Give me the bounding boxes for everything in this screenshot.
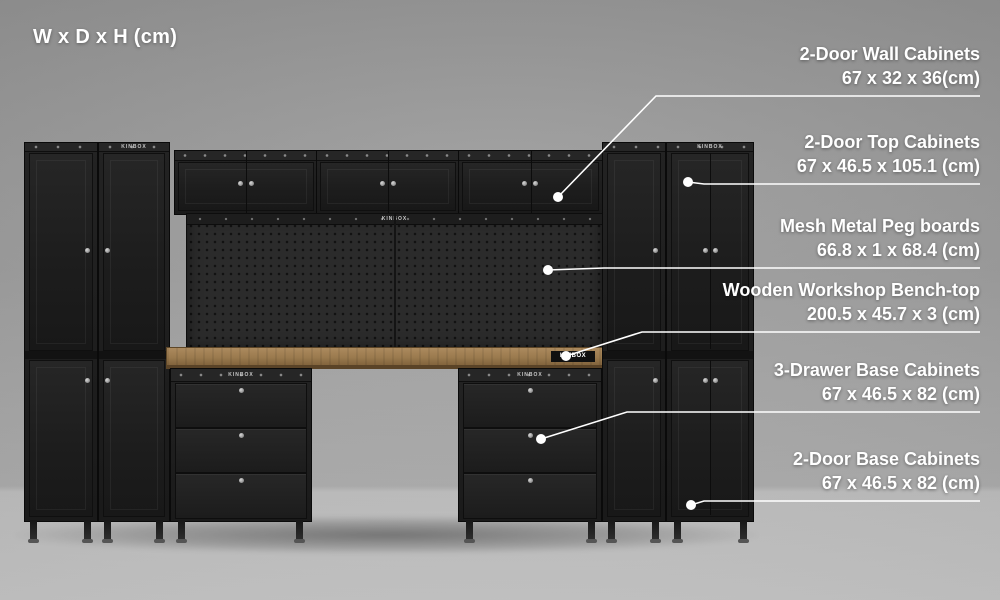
drawer-handle [239,478,244,483]
wall-cabinet-3 [458,150,603,215]
dimension-legend: W x D x H (cm) [33,26,178,48]
door-handle [703,378,708,383]
cabinet-mid-rail [99,351,169,359]
cabinet-top-rail [99,143,169,152]
door-seam [388,151,389,214]
annotation-dims: 67 x 46.5 x 105.1 (cm) [796,156,980,176]
annotation-title: 2-Door Top Cabinets [804,132,980,152]
annotation-dims: 67 x 46.5 x 82 (cm) [821,384,980,404]
cabinet-leg [738,520,749,543]
cabinet-leg [28,520,39,543]
tall-cabinet-left-1 [24,142,98,522]
annotation-pegboards: Mesh Metal Peg boards 66.8 x 1 x 68.4 (c… [780,214,980,262]
annotation-bench-top: Wooden Workshop Bench-top 200.5 x 45.7 x… [723,278,980,326]
door-handle [533,181,538,186]
drawer [463,383,597,428]
cabinet-mid-rail [603,351,665,359]
brand-label: KINBOX [228,372,254,378]
cabinet-door-lower [29,360,93,517]
tall-cabinet-left-2: KINBOX [98,142,170,522]
cabinet-leg [650,520,661,543]
cabinet-leg [102,520,113,543]
cabinet-door-upper [29,153,93,351]
annotation-dims: 67 x 32 x 36(cm) [841,68,980,88]
cabinet-leg [154,520,165,543]
door-handle [703,248,708,253]
cabinet-mid-rail [667,351,753,359]
door-handle [380,181,385,186]
cabinet-leg [294,520,305,543]
annotation-dims: 67 x 46.5 x 82 (cm) [821,473,980,493]
drawer-handle [528,478,533,483]
drawer [463,473,597,519]
drawer-handle [239,388,244,393]
brand-label: KINBOX [517,372,543,378]
door-handle [653,248,658,253]
door-handle [238,181,243,186]
annotation-drawer-base-cabinets: 3-Drawer Base Cabinets 67 x 46.5 x 82 (c… [774,358,980,406]
annotation-title: Wooden Workshop Bench-top [722,280,980,300]
door-handle [249,181,254,186]
cabinet-top-rail [603,143,665,152]
door-handle [653,378,658,383]
annotation-wall-cabinets: 2-Door Wall Cabinets 67 x 32 x 36(cm) [800,42,980,90]
drawer [175,473,307,519]
door-seam [710,153,711,349]
cabinet-door-lower [607,360,661,517]
wall-cabinet-1 [174,150,318,215]
drawer [175,383,307,428]
door-handle [85,248,90,253]
cabinet-leg [82,520,93,543]
door-handle [85,378,90,383]
annotation-door-base-cabinets: 2-Door Base Cabinets 67 x 46.5 x 82 (cm) [793,447,980,495]
wooden-bench-top: KINBOX [166,347,604,369]
annotation-title: 2-Door Base Cabinets [792,449,980,469]
tall-cabinet-right-1 [602,142,666,522]
door-seam [530,151,532,214]
door-seam [246,151,247,214]
annotation-dims: 66.8 x 1 x 68.4 (cm) [816,240,980,260]
cabinet-top-rail [25,143,97,152]
door-seam [710,360,711,515]
cabinet-door-lower [103,360,165,517]
drawer-base-cabinet-right: KINBOX [458,368,602,522]
wall-cabinet-2 [316,150,460,215]
cabinet-leg [464,520,475,543]
cabinet-door-upper [103,153,165,351]
cabinet-leg [586,520,597,543]
drawer [463,428,597,473]
door-handle [713,248,718,253]
annotation-top-cabinets: 2-Door Top Cabinets 67 x 46.5 x 105.1 (c… [797,130,980,178]
cabinet-leg [606,520,617,543]
brand-label: KINBOX [382,216,407,222]
cabinet-leg [672,520,683,543]
mesh-pegboard: KINBOX [186,213,603,350]
brand-label: KINBOX [697,144,723,150]
annotation-title: 2-Door Wall Cabinets [799,44,980,64]
door-handle [522,181,527,186]
tall-cabinet-right-2: KINBOX [666,142,754,522]
cabinet-top-rail [459,369,601,382]
drawer-base-cabinet-left: KINBOX [170,368,312,522]
cabinet-mid-rail [25,351,97,359]
drawer-handle [239,433,244,438]
annotation-dims: 200.5 x 45.7 x 3 (cm) [806,304,980,324]
door-handle [105,378,110,383]
drawer [175,428,307,473]
floor-shadow [14,516,758,554]
door-handle [713,378,718,383]
annotation-title: 3-Drawer Base Cabinets [773,360,980,380]
annotation-title: Mesh Metal Peg boards [779,216,980,236]
cabinet-leg [176,520,187,543]
drawer-handle [528,388,533,393]
brand-badge: KINBOX [551,351,595,362]
cabinet-top-rail [171,369,311,382]
door-handle [391,181,396,186]
drawer-handle [528,433,533,438]
brand-label: KINBOX [121,144,147,150]
door-handle [105,248,110,253]
pegboard-seam [394,214,396,349]
